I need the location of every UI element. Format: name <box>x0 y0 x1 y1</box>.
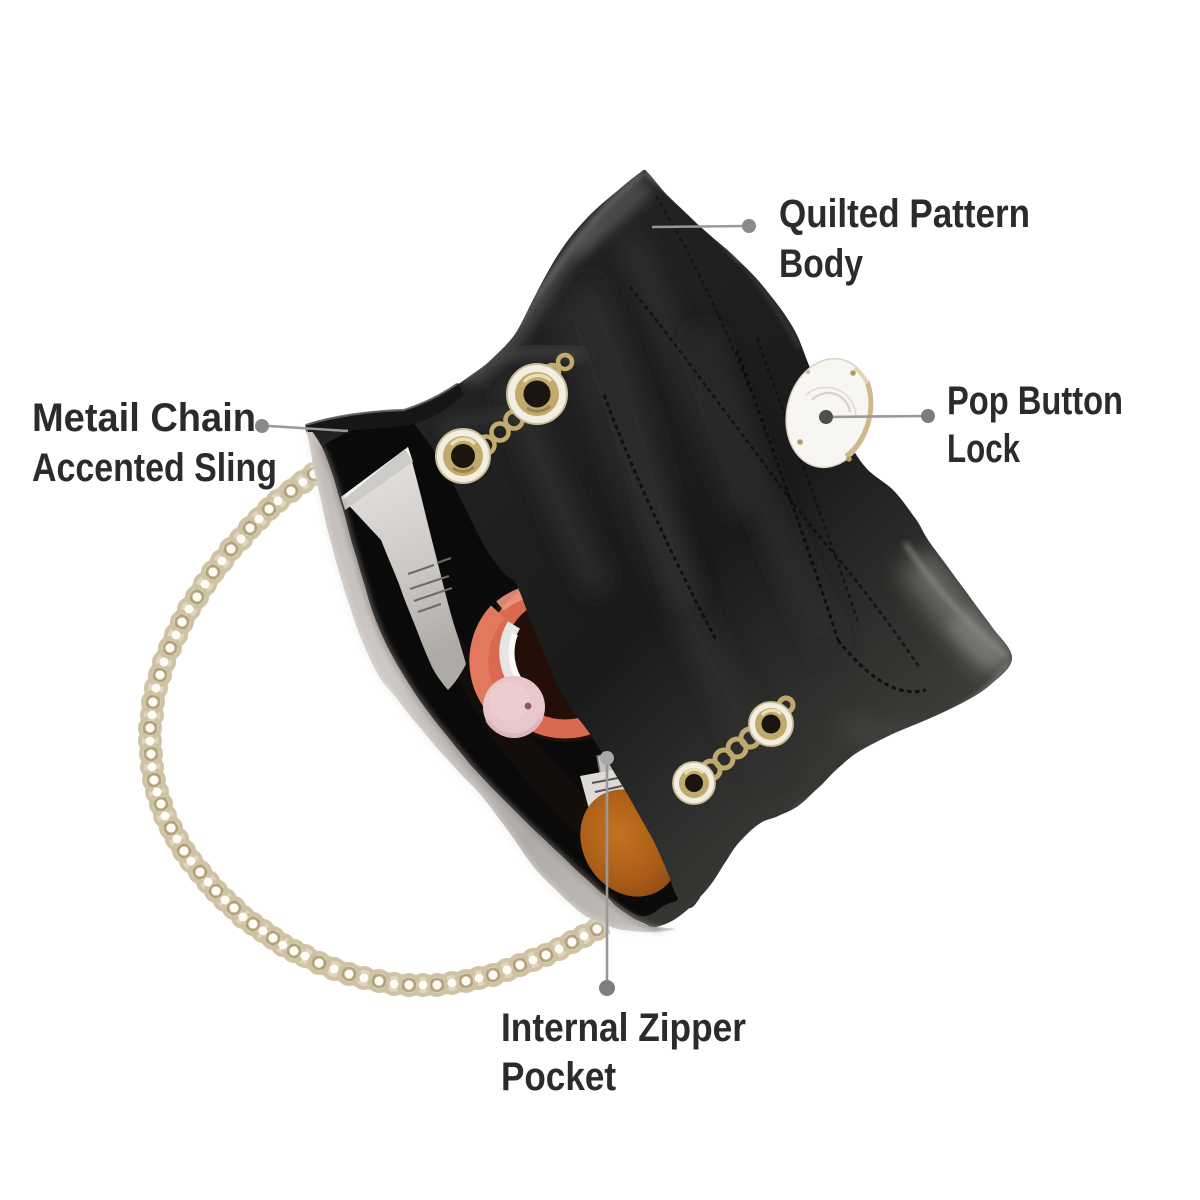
svg-text:Quilted Pattern: Quilted Pattern <box>779 192 1030 236</box>
svg-text:Internal Zipper: Internal Zipper <box>501 1006 746 1050</box>
svg-text:Body: Body <box>779 242 864 286</box>
svg-text:Metail Chain: Metail Chain <box>32 396 256 440</box>
svg-text:Lock: Lock <box>947 427 1021 471</box>
svg-text:Accented Sling: Accented Sling <box>32 446 277 490</box>
svg-text:Pocket: Pocket <box>501 1055 616 1099</box>
svg-text:Pop Button: Pop Button <box>947 379 1123 423</box>
